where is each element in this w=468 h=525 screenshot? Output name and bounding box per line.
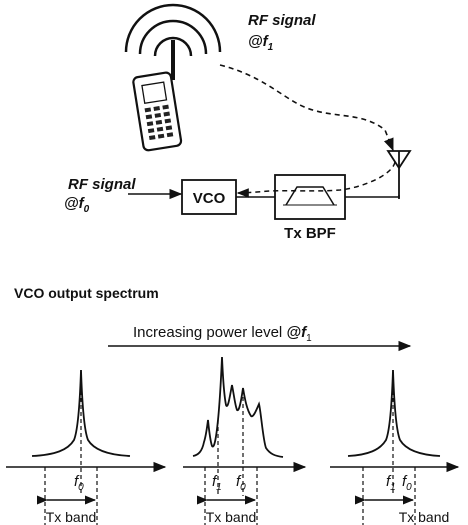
svg-text:VCO: VCO: [193, 190, 226, 207]
tx-antenna-icon: [386, 150, 412, 199]
interferer-phone-group: [124, 3, 222, 152]
intermodulation-spectrum: [192, 356, 284, 458]
spectrum-panel-1: f0 Tx band: [6, 369, 167, 525]
vco-block: VCO: [181, 179, 237, 215]
f0-marker: f0: [74, 473, 84, 493]
spectrum-panel-3: f1 f0 Tx band: [330, 369, 460, 525]
increasing-power-label: Increasing power level @f1: [133, 324, 312, 344]
svg-text:RF signal: RF signal: [248, 12, 316, 29]
tx-band-label: Tx band: [206, 509, 257, 525]
rf-signal-f0-label: RF signal @f0: [64, 176, 136, 215]
tx-band-label: Tx band: [46, 509, 97, 525]
f1-marker: f1: [212, 473, 222, 493]
tx-bpf-block: [274, 174, 346, 220]
tx-bpf-label: Tx BPF: [284, 225, 336, 242]
svg-text:@f0: @f0: [64, 195, 90, 215]
tx-band-label: Tx band: [399, 509, 450, 525]
interferer-path-arrow: [219, 64, 394, 152]
mobile-phone-icon: [132, 71, 183, 152]
svg-text:RF signal: RF signal: [68, 176, 136, 193]
f0-marker: f0: [402, 473, 412, 493]
svg-text:@f1: @f1: [248, 33, 274, 53]
f1-marker: f1: [386, 473, 396, 493]
rf-signal-f1-label: RF signal @f1: [248, 12, 316, 53]
bandpass-response-icon: [285, 186, 335, 206]
radio-wave-icon: [124, 3, 222, 57]
f0-marker: f0: [236, 473, 246, 493]
bpf-to-antenna-line: [345, 195, 400, 198]
spectrum-title: VCO output spectrum: [14, 285, 159, 301]
pulled-carrier-spectrum: [347, 369, 441, 457]
spectrum-panel-2: f1 f0 Tx band: [183, 356, 307, 525]
coupling-path-arrow: [236, 161, 396, 198]
